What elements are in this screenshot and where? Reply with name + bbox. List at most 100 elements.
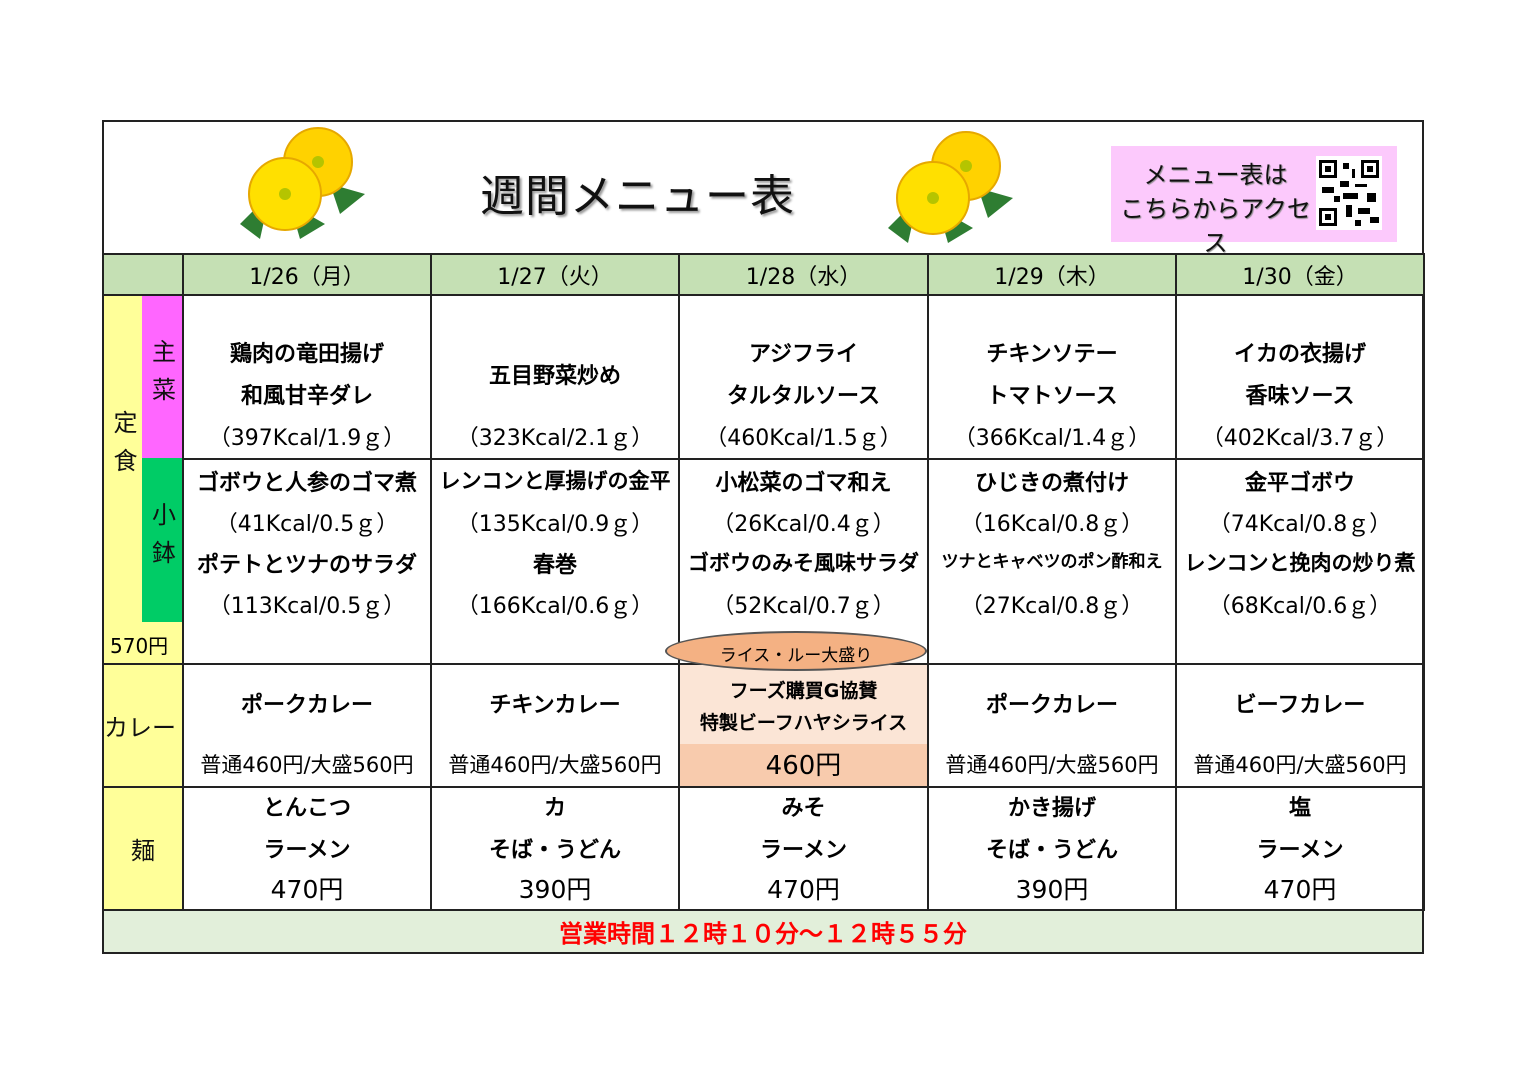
large-serving-callout: ライス・ルー大盛り	[665, 631, 927, 671]
side-dish-kcal: （52Kcal/0.7ｇ）	[712, 594, 895, 619]
date-header: 1/30（金）	[1175, 253, 1425, 296]
qr-caption-line: メニュー表は	[1143, 161, 1288, 189]
main-dish-kcal: （402Kcal/3.7ｇ）	[1201, 426, 1399, 451]
noodle-price: 390円	[1015, 875, 1089, 904]
noodle-price: 470円	[1263, 875, 1337, 904]
curry-price: 普通460円/大盛560円	[200, 753, 414, 777]
curry-cell: ポークカレー普通460円/大盛560円	[182, 663, 432, 788]
curry-cell: ビーフカレー普通460円/大盛560円	[1175, 663, 1425, 788]
noodle-name: とんこつ	[262, 796, 351, 821]
noodle-price: 390円	[518, 875, 592, 904]
date-label: 1/28（水）	[745, 265, 862, 290]
noodle-cell: とんこつラーメン 470円	[182, 786, 432, 911]
side-dish-name: 春巻	[532, 553, 577, 578]
main-dish-name: チキンソテー	[986, 342, 1118, 367]
curry-name: フーズ購買G協賛 特製ビーフハヤシライス	[699, 680, 908, 734]
date-header: 1/26（月）	[182, 253, 432, 296]
main-dish-name: 鶏肉の竜田揚げ	[229, 342, 384, 367]
main-dish-kcal: （397Kcal/1.9ｇ）	[208, 426, 406, 451]
main-dish-cell: チキンソテートマトソース （366Kcal/1.4ｇ）	[927, 294, 1177, 460]
noodle-price: 470円	[270, 875, 344, 904]
side-dish-kcal: （27Kcal/0.8ｇ）	[960, 594, 1144, 619]
side-dish-name: 小松菜のゴマ和え	[715, 471, 892, 496]
side-dish-cell: レンコンと厚揚げの金平 （135Kcal/0.9ｇ） 春巻 （166Kcal/0.6ｇ…	[430, 458, 680, 665]
main-dish-cell: 鶏肉の竜田揚げ和風甘辛ダレ （397Kcal/1.9ｇ）	[182, 294, 432, 460]
side-dish-kcal: （166Kcal/0.6ｇ）	[456, 594, 654, 619]
curry-name: ポークカレー	[240, 693, 373, 718]
kobachi-label: 小鉢	[142, 458, 182, 622]
main-dish-name: イカの衣揚げ	[1233, 342, 1366, 367]
side-dish-name: ひじきの煮付け	[974, 471, 1129, 496]
noodle-name: かき揚げ	[1007, 796, 1096, 821]
main-dish-cell: アジフライタルタルソース（460Kcal/1.5ｇ）	[678, 294, 929, 460]
side-dish-name: レンコンと厚揚げの金平	[439, 469, 671, 493]
shusai-text: 主菜	[147, 339, 176, 415]
side-dish-kcal: （74Kcal/0.8ｇ）	[1208, 512, 1392, 537]
main-dish-kcal: （460Kcal/1.5ｇ）	[705, 426, 902, 451]
side-dish-name: ゴボウのみそ風味サラダ	[688, 551, 919, 575]
main-dish-name: 五目野菜炒め	[488, 364, 621, 389]
curry-label: カレー	[102, 663, 184, 788]
noodle-name: そば・うどん	[488, 838, 621, 863]
teishoku-label: 定食	[104, 410, 142, 486]
noodle-name: ラーメン	[1256, 838, 1344, 863]
date-header: 1/28（水）	[678, 253, 929, 296]
curry-price: 460円	[765, 751, 842, 781]
date-header: 1/27（火）	[430, 253, 680, 296]
side-dish-cell: 金平ゴボウ （74Kcal/0.8ｇ） レンコンと挽肉の炒り煮 （68Kcal/0.6…	[1175, 458, 1425, 665]
main-dish-cell: イカの衣揚げ香味ソース （402Kcal/3.7ｇ）	[1175, 294, 1425, 460]
side-dish-name: 金平ゴボウ	[1244, 471, 1355, 496]
noodle-name: みそ	[781, 796, 826, 821]
noodle-name: ラーメン	[759, 838, 848, 863]
side-dish-kcal: （41Kcal/0.5ｇ）	[215, 512, 399, 537]
date-label: 1/30（金）	[1242, 265, 1358, 290]
side-dish-kcal: （16Kcal/0.8ｇ）	[960, 512, 1144, 537]
main-dish-name: 香味ソース	[1245, 384, 1355, 409]
qr-caption: メニュー表はこちらからアクセス	[1118, 158, 1313, 260]
noodle-label: 麺	[102, 786, 184, 911]
date-label: 1/26（月）	[249, 265, 365, 290]
curry-cell: チキンカレー普通460円/大盛560円	[430, 663, 680, 788]
noodle-name: ラーメン	[263, 838, 351, 863]
teishoku-price: 570円	[110, 634, 169, 658]
side-dish-name: ツナとキャベツのポン酢和え	[941, 552, 1163, 572]
side-dish-kcal: （113Kcal/0.5ｇ）	[208, 594, 406, 619]
special-price-band	[680, 744, 927, 786]
main-dish-kcal: （323Kcal/2.1ｇ）	[456, 426, 654, 451]
curry-name: ビーフカレー	[1234, 693, 1366, 718]
main-dish-name: トマトソース	[986, 384, 1118, 409]
flower-illustration-right	[888, 131, 1013, 243]
shusai-label: 主菜	[142, 296, 182, 458]
curry-name: チキンカレー	[489, 693, 621, 718]
main-dish-kcal: （366Kcal/1.4ｇ）	[953, 426, 1151, 451]
noodle-cell: かき揚げそば・うどん 390円	[927, 786, 1177, 911]
curry-cell: フーズ購買G協賛 特製ビーフハヤシライス 460円	[678, 663, 929, 788]
noodle-name: 塩	[1288, 796, 1311, 821]
side-dish-cell: ゴボウと人参のゴマ煮（41Kcal/0.5ｇ）ポテトとツナのサラダ（113Kca…	[182, 458, 432, 665]
kobachi-text: 小鉢	[147, 502, 176, 578]
noodle-name: そば・うどん	[985, 838, 1118, 863]
date-corner	[102, 253, 184, 296]
curry-price: 普通460円/大盛560円	[448, 753, 662, 777]
side-dish-name: レンコンと挽肉の炒り煮	[1184, 551, 1416, 575]
side-dish-cell: 小松菜のゴマ和え （26Kcal/0.4ｇ） ゴボウのみそ風味サラダ （52Kcal/…	[678, 458, 929, 665]
side-dish-kcal: （68Kcal/0.6ｇ）	[1208, 594, 1392, 619]
date-header: 1/29（木）	[927, 253, 1177, 296]
noodle-cell: 塩ラーメン 470円	[1175, 786, 1425, 911]
side-dish-name: ポテトとツナのサラダ	[196, 553, 417, 578]
qr-code[interactable]	[1316, 156, 1382, 230]
page-title: 週間メニュー表	[480, 171, 795, 222]
curry-cell: ポークカレー普通460円/大盛560円	[927, 663, 1177, 788]
curry-price: 普通460円/大盛560円	[1193, 753, 1407, 777]
side-dish-cell: ひじきの煮付け （16Kcal/0.8ｇ） ツナとキャベツのポン酢和え （27Kcal…	[927, 458, 1177, 665]
qr-caption-line: こちらからアクセス	[1120, 195, 1311, 257]
side-dish-kcal: （135Kcal/0.9ｇ）	[456, 512, 654, 537]
side-dish-kcal: （26Kcal/0.4ｇ）	[712, 512, 895, 537]
main-dish-name: 和風甘辛ダレ	[240, 384, 373, 409]
date-label: 1/27（火）	[497, 265, 613, 290]
noodle-price: 470円	[767, 875, 840, 904]
business-hours: 営業時間１２時１０分～１２時５５分	[102, 909, 1424, 954]
teishoku-text: 定食	[109, 410, 137, 486]
